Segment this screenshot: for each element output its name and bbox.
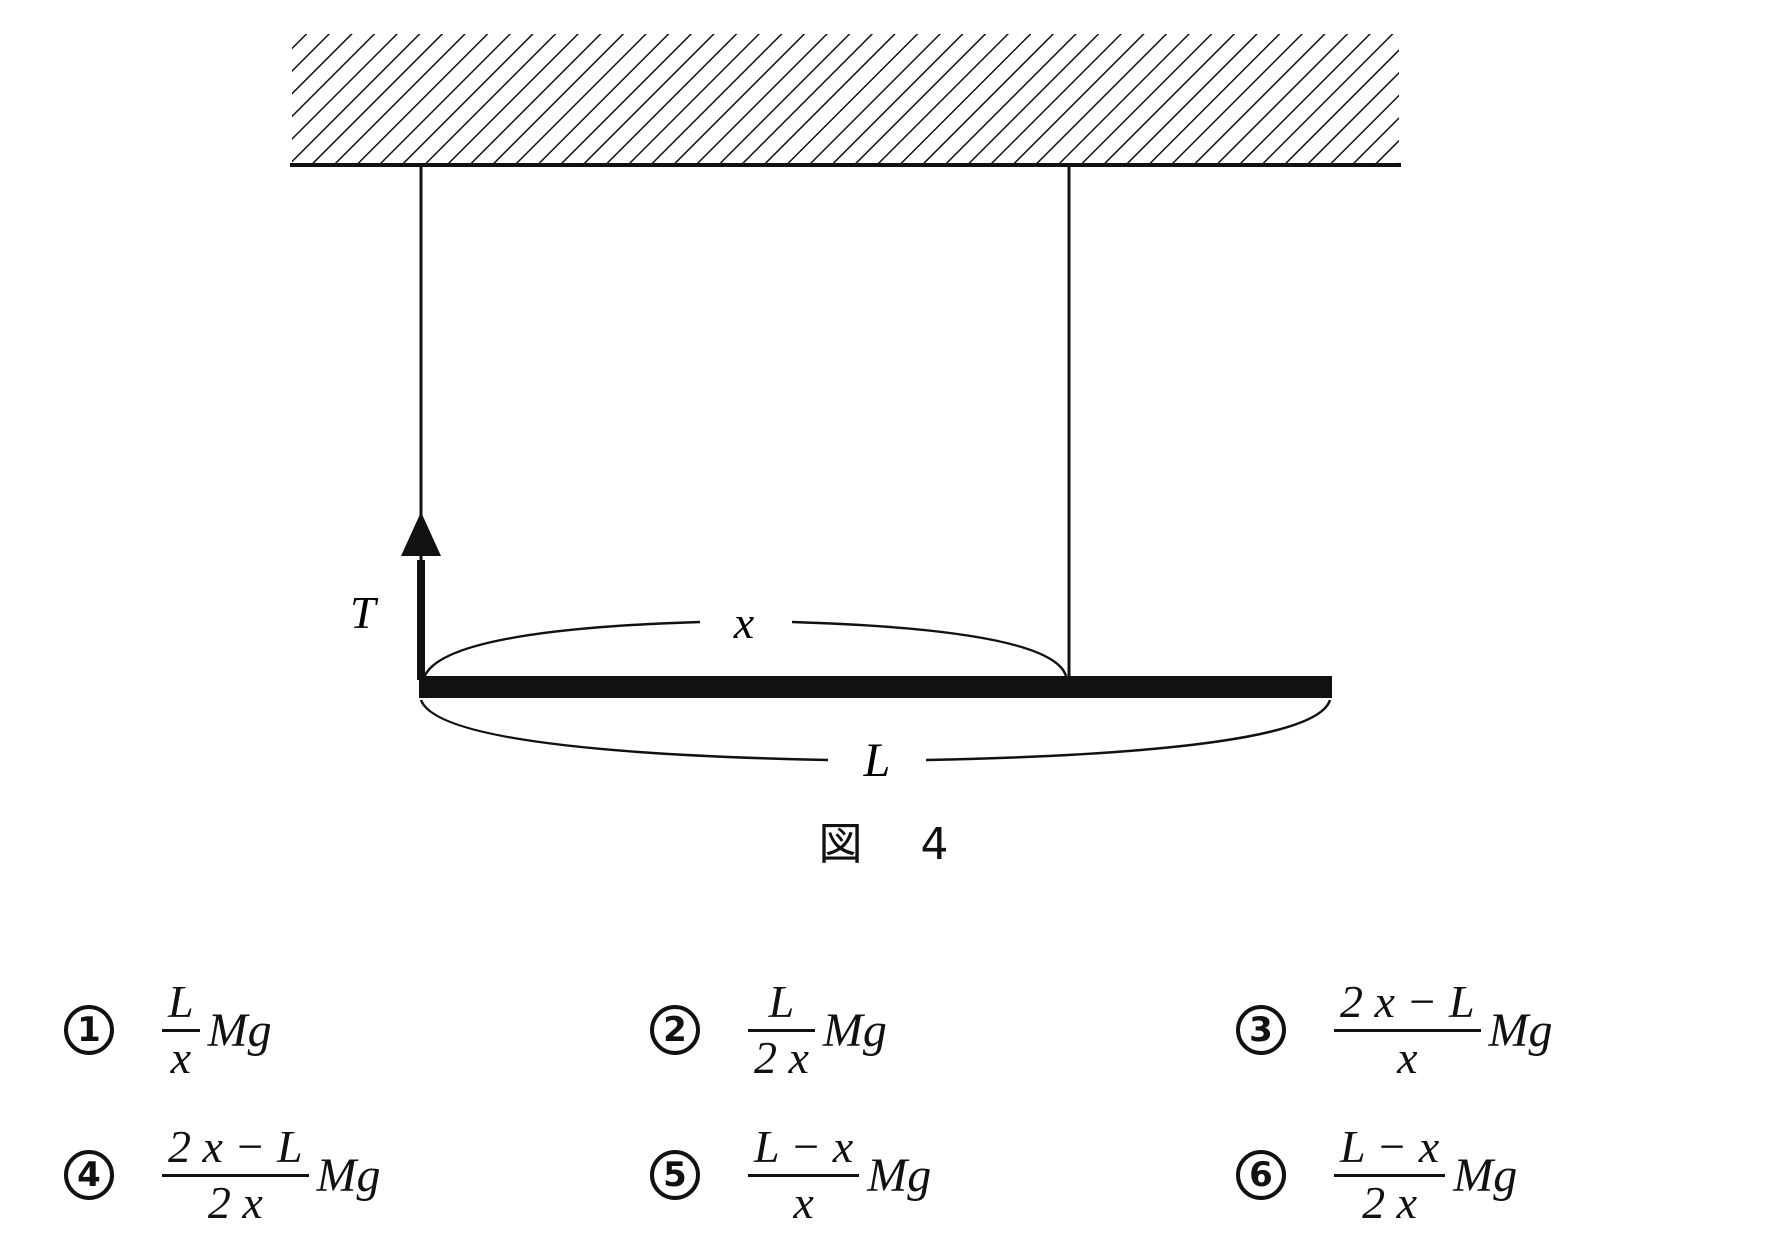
x-label: x xyxy=(733,597,755,648)
mg-term: Mg xyxy=(867,1148,932,1202)
x-brace-right xyxy=(791,620,1068,677)
choice-marker: 3 xyxy=(1236,1005,1286,1055)
fraction-bar xyxy=(162,1028,200,1032)
denominator: 2 x xyxy=(207,1176,263,1228)
choice-4[interactable]: 4 2 x − L 2 x Mg xyxy=(64,1120,381,1230)
denominator: 2 x xyxy=(1362,1176,1418,1228)
numerator: 2 x − L xyxy=(1340,976,1475,1028)
fraction: L 2 x xyxy=(748,976,815,1083)
fraction-bar xyxy=(748,1028,815,1032)
ceiling-hatch xyxy=(292,34,1399,164)
choice-marker: 5 xyxy=(650,1150,700,1200)
fraction: L − x x xyxy=(748,1121,860,1228)
mg-term: Mg xyxy=(1488,1003,1553,1057)
choice-marker: 2 xyxy=(650,1005,700,1055)
fraction: L x xyxy=(162,976,200,1083)
fraction: L − x 2 x xyxy=(1334,1121,1446,1228)
choice-1[interactable]: 1 L x Mg xyxy=(64,975,272,1085)
mg-term: Mg xyxy=(207,1003,272,1057)
choice-marker: 4 xyxy=(64,1150,114,1200)
length-label: L xyxy=(863,734,891,787)
choice-3[interactable]: 3 2 x − L x Mg xyxy=(1236,975,1553,1085)
mg-term: Mg xyxy=(316,1148,381,1202)
numerator: L xyxy=(768,976,795,1028)
choice-6[interactable]: 6 L − x 2 x Mg xyxy=(1236,1120,1517,1230)
mg-term: Mg xyxy=(822,1003,887,1057)
x-brace xyxy=(422,620,701,679)
choice-marker: 6 xyxy=(1236,1150,1286,1200)
rod xyxy=(419,676,1332,698)
figure-caption: 図 4 xyxy=(818,819,971,870)
fraction-bar xyxy=(748,1173,860,1177)
numerator: L xyxy=(168,976,194,1028)
fraction-bar xyxy=(1334,1028,1481,1032)
denominator: 2 x xyxy=(754,1031,809,1083)
denominator: x xyxy=(1397,1031,1418,1083)
numerator: 2 x − L xyxy=(168,1121,303,1173)
tension-arrowhead xyxy=(401,512,441,556)
choice-marker: 1 xyxy=(64,1005,114,1055)
fraction-bar xyxy=(1334,1173,1446,1177)
length-brace xyxy=(419,699,829,762)
tension-label: T xyxy=(350,587,379,638)
denominator: x xyxy=(793,1176,814,1228)
fraction-bar xyxy=(162,1173,309,1177)
numerator: L − x xyxy=(754,1121,854,1173)
mg-term: Mg xyxy=(1453,1148,1518,1202)
rod-diagram: T x L xyxy=(290,34,1401,787)
denominator: x xyxy=(170,1031,191,1083)
numerator: L − x xyxy=(1340,1121,1440,1173)
choice-5[interactable]: 5 L − x x Mg xyxy=(650,1120,931,1230)
fraction: 2 x − L x xyxy=(1334,976,1481,1083)
length-brace-right xyxy=(925,699,1332,762)
choice-2[interactable]: 2 L 2 x Mg xyxy=(650,975,887,1085)
fraction: 2 x − L 2 x xyxy=(162,1121,309,1228)
